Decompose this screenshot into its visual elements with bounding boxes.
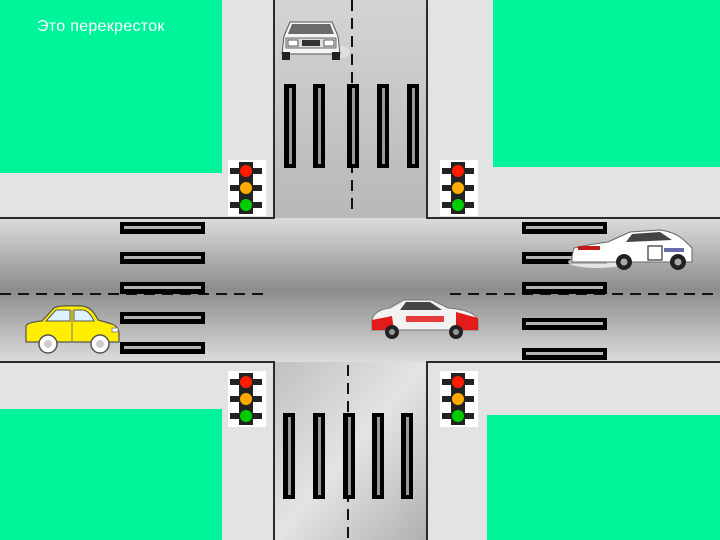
- lawn-top-right: [493, 0, 720, 167]
- traffic-light-bottom-right-icon: [440, 371, 478, 427]
- traffic-light-top-left-icon: [228, 160, 266, 216]
- lawn-top-left: [0, 0, 222, 173]
- yellow-taxi-car-icon: [25, 305, 120, 354]
- white-race-car-icon: [568, 229, 693, 270]
- slide-caption: Это перекресток: [37, 18, 165, 35]
- lawn-bottom-left: [0, 409, 222, 540]
- traffic-light-top-right-icon: [440, 160, 478, 216]
- traffic-light-bottom-left-icon: [228, 371, 266, 427]
- red-white-race-car-icon: [371, 299, 479, 339]
- white-car-top-icon: [281, 21, 350, 60]
- lawn-bottom-right: [487, 415, 720, 540]
